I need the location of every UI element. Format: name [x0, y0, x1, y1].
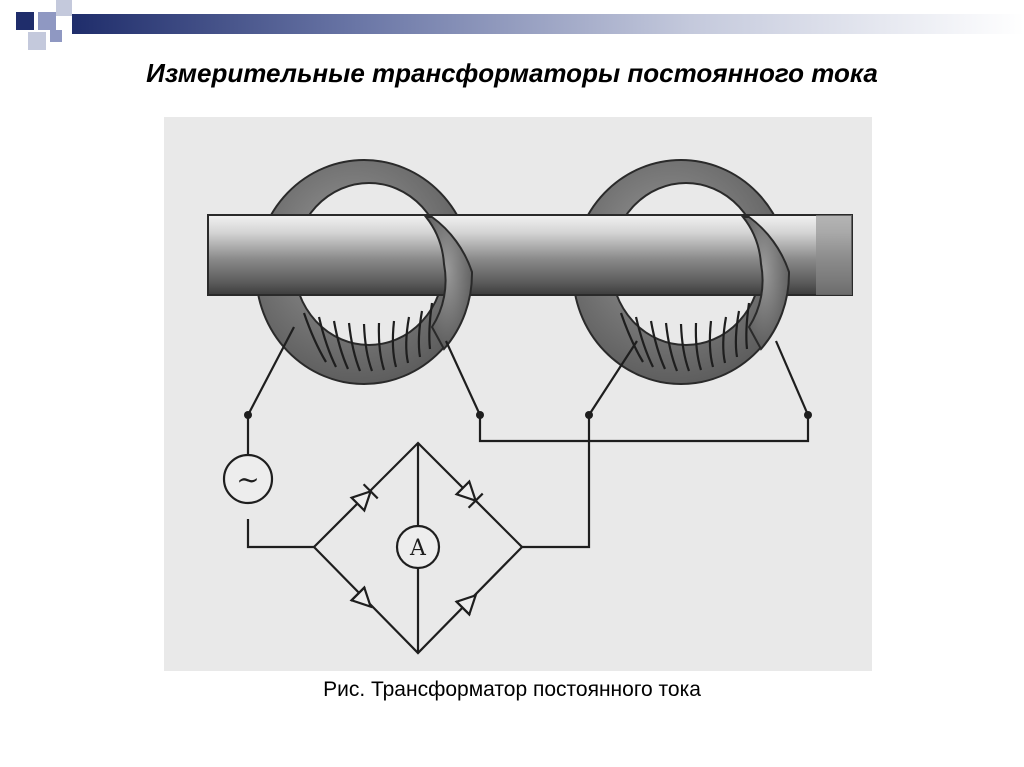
transformer-diagram: ~	[164, 117, 872, 671]
diodes	[349, 479, 484, 617]
circuit-diagram-svg: ~	[207, 159, 853, 655]
ac-source: ~	[222, 453, 274, 505]
dc-conductor-bus	[207, 214, 853, 296]
ammeter-label: A	[409, 536, 427, 561]
winding-right	[619, 302, 751, 372]
header-gradient-bar	[72, 14, 1024, 34]
diode-lower-right	[454, 593, 478, 617]
diode-lower-left	[349, 585, 373, 609]
winding-left	[302, 302, 434, 372]
ac-source-symbol: ~	[236, 463, 259, 496]
figure-caption: Рис. Трансформатор постоянного тока	[323, 678, 701, 701]
junction-dots	[244, 411, 812, 419]
diode-upper-left	[349, 483, 379, 513]
diode-upper-right	[454, 479, 484, 509]
decorative-squares	[0, 0, 80, 60]
slide-title: Измерительные трансформаторы постоянного…	[146, 58, 878, 88]
ammeter: A	[395, 524, 441, 570]
